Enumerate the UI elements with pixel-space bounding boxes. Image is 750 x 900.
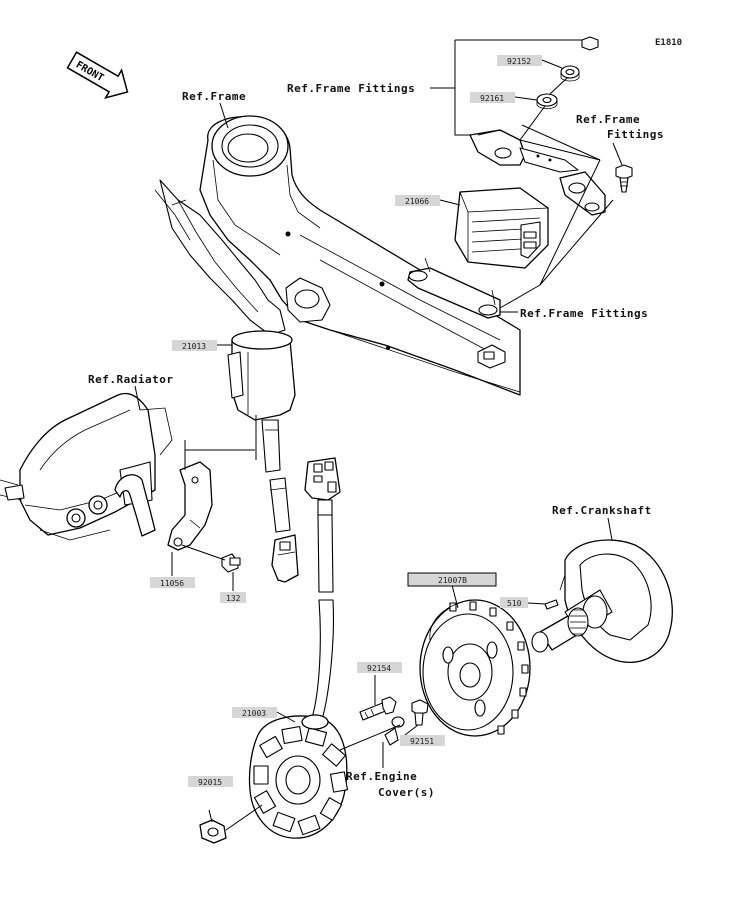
part-number-92161: 92161 (480, 94, 504, 103)
part-box-92152 (497, 55, 542, 66)
part-number-92152: 92152 (507, 57, 531, 66)
part-number-92154: 92154 (367, 664, 391, 673)
part-box-92154 (357, 662, 402, 673)
part-box-92161 (470, 92, 515, 103)
front-arrow-icon: FRONT (66, 51, 129, 100)
bolt-132 (221, 553, 241, 573)
pickup-coil-21013 (227, 330, 299, 583)
nut-92015 (199, 819, 227, 844)
collar-92161 (536, 93, 558, 110)
part-number-132: 132 (226, 594, 241, 603)
part-box-92015 (188, 776, 233, 787)
ref-frame-label: Ref.Frame (182, 90, 246, 103)
part-box-21007b (407, 572, 497, 587)
ref-radiator-label: Ref.Radiator (88, 373, 173, 386)
ref-frame-fittings-bottom-label: Ref.Frame Fittings (520, 307, 648, 320)
crankshaft-drawing (531, 539, 673, 663)
ref-crankshaft-label: Ref.Crankshaft (552, 504, 652, 517)
radiator-drawing (0, 392, 173, 541)
regulator-assembly (407, 36, 633, 319)
regulator-21066 (454, 187, 549, 269)
ref-frame-fittings-right-label-1: Ref.Frame (576, 113, 640, 126)
bracket-11056 (167, 461, 213, 551)
part-number-21066: 21066 (405, 197, 429, 206)
part-box-21003 (232, 707, 277, 718)
part-number-21013: 21013 (182, 342, 206, 351)
part-box-132 (220, 592, 246, 603)
bolt-92154 (359, 696, 397, 721)
stator-wire-connector (304, 457, 341, 721)
part-number-92015: 92015 (198, 778, 222, 787)
part-box-510 (500, 597, 528, 608)
part-box-21013 (172, 340, 217, 351)
flywheel-21007b (419, 599, 531, 737)
part-box-92151 (400, 735, 445, 746)
ref-frame-fittings-right-label-2: Fittings (607, 128, 664, 141)
part-number-11056: 11056 (160, 579, 184, 588)
key-510 (544, 599, 559, 610)
part-number-21003: 21003 (242, 709, 266, 718)
part-number-21007b: 21007B (438, 576, 467, 585)
ref-frame-fittings-top-label: Ref.Frame Fittings (287, 82, 415, 95)
frame-drawing (154, 115, 521, 396)
part-number-92151: 92151 (410, 737, 434, 746)
bolt-frame-fittings (615, 164, 633, 193)
clamp (384, 716, 405, 746)
ref-engine-cover-label-2: Cover(s) (378, 786, 435, 799)
part-box-11056 (150, 577, 195, 588)
ref-engine-cover-label-1: Ref.Engine (346, 770, 417, 783)
diagram-code: E1810 (655, 38, 682, 48)
bolt-92151 (411, 699, 429, 726)
stator-21003 (248, 714, 349, 839)
part-number-510: 510 (507, 599, 522, 608)
nut-92152 (560, 36, 599, 82)
part-box-21066 (395, 195, 440, 206)
